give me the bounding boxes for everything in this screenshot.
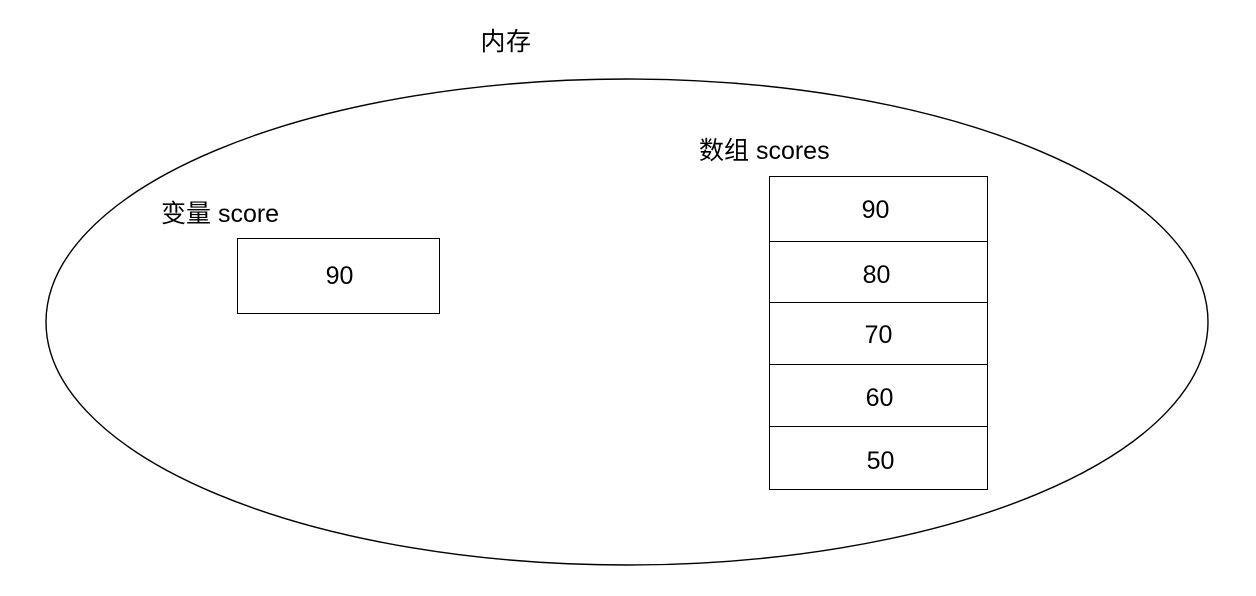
variable-value: 90 xyxy=(325,262,354,290)
variable-box: 90 xyxy=(237,238,440,314)
page-title: 内存 xyxy=(480,28,532,56)
array-table: 90 80 70 60 50 xyxy=(769,176,988,490)
array-cell: 70 xyxy=(770,302,987,364)
array-cell: 60 xyxy=(770,364,987,426)
variable-label: 变量 score xyxy=(161,200,280,228)
array-cell: 90 xyxy=(770,177,987,241)
array-cell-value: 60 xyxy=(865,384,894,412)
array-cell: 80 xyxy=(770,241,987,302)
memory-ellipse xyxy=(46,79,1208,565)
array-cell-value: 80 xyxy=(862,261,891,289)
array-cell: 50 xyxy=(770,426,987,489)
array-cell-value: 90 xyxy=(861,196,890,224)
array-cell-value: 70 xyxy=(864,321,893,349)
array-label: 数组 scores xyxy=(699,137,830,165)
array-cell-value: 50 xyxy=(866,447,895,475)
